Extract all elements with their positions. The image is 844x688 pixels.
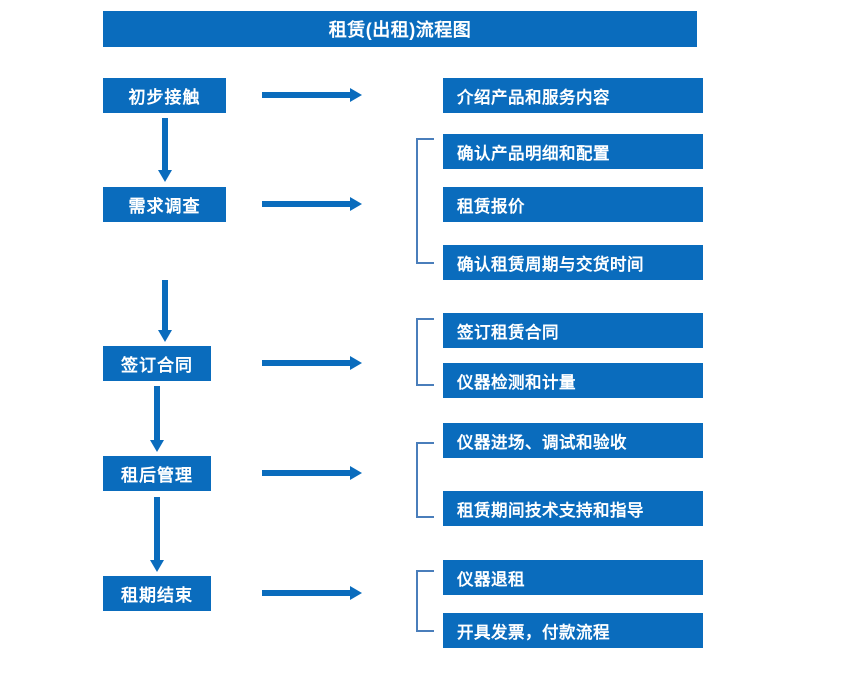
flow-arrow-down-2	[156, 280, 174, 342]
detail-node-confirm-period-delivery[interactable]: 确认租赁周期与交货时间	[443, 245, 703, 280]
flow-arrow-right-5	[262, 584, 362, 602]
page-title: 租赁(出租)流程图	[103, 11, 697, 47]
group-bracket-post-rental	[416, 442, 434, 518]
flow-arrow-right-4	[262, 464, 362, 482]
detail-node-instrument-inspection[interactable]: 仪器检测和计量	[443, 363, 703, 398]
detail-node-introduce-products[interactable]: 介绍产品和服务内容	[443, 78, 703, 113]
detail-node-technical-support[interactable]: 租赁期间技术支持和指导	[443, 491, 703, 526]
flow-arrow-right-1	[262, 86, 362, 104]
detail-node-invoice-payment[interactable]: 开具发票，付款流程	[443, 613, 703, 648]
flow-arrow-down-1	[156, 118, 174, 182]
detail-node-sign-rental-contract[interactable]: 签订租赁合同	[443, 313, 703, 348]
stage-node-post-rental-management[interactable]: 租后管理	[103, 456, 211, 491]
group-bracket-demand-survey	[416, 138, 434, 264]
group-bracket-sign-contract	[416, 318, 434, 386]
flow-arrow-down-3	[148, 386, 166, 452]
flow-arrow-down-4	[148, 497, 166, 572]
detail-node-instrument-return[interactable]: 仪器退租	[443, 560, 703, 595]
detail-node-confirm-product-details[interactable]: 确认产品明细和配置	[443, 134, 703, 169]
stage-node-initial-contact[interactable]: 初步接触	[103, 78, 226, 113]
flow-arrow-right-3	[262, 354, 362, 372]
stage-node-lease-end[interactable]: 租期结束	[103, 576, 211, 611]
stage-node-demand-survey[interactable]: 需求调查	[103, 187, 226, 222]
detail-node-rental-quotation[interactable]: 租赁报价	[443, 187, 703, 222]
stage-node-sign-contract[interactable]: 签订合同	[103, 346, 211, 381]
flow-arrow-right-2	[262, 195, 362, 213]
detail-node-instrument-entry-commissioning[interactable]: 仪器进场、调试和验收	[443, 423, 703, 458]
group-bracket-lease-end	[416, 570, 434, 632]
